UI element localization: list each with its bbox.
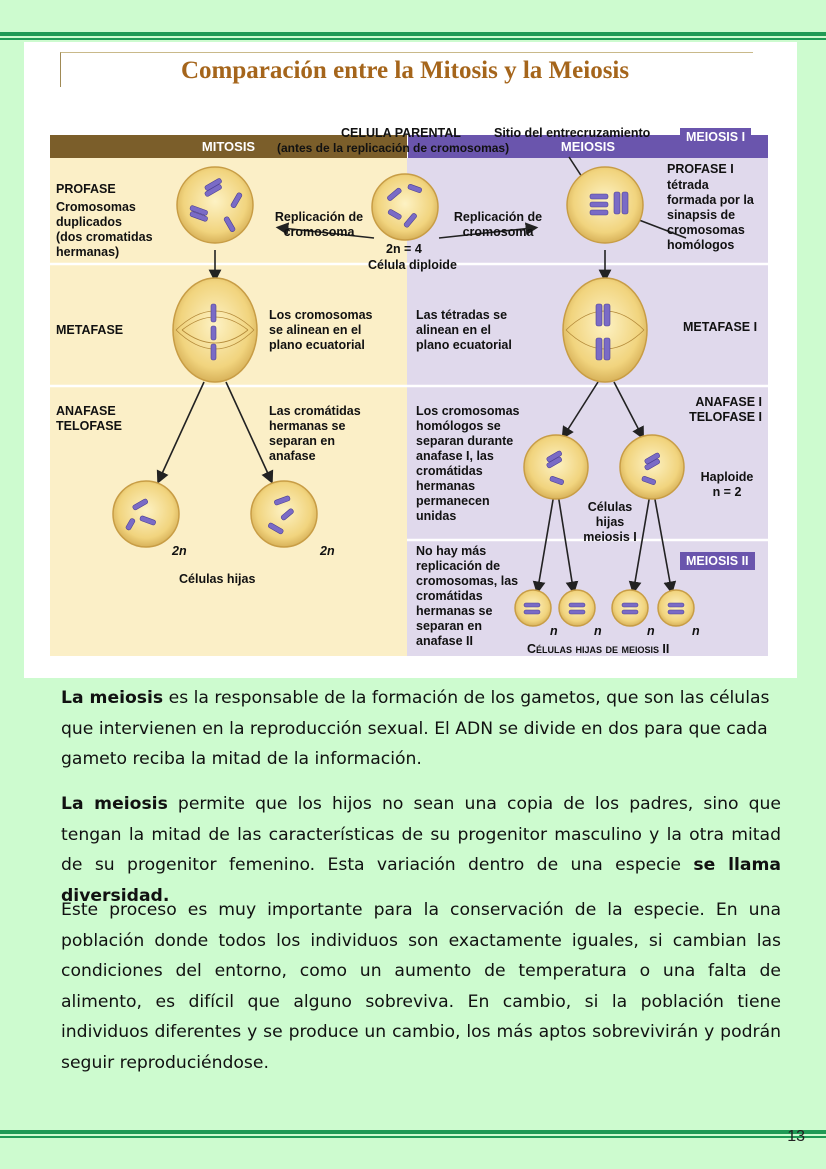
parental-title: CELULA PARENTAL	[341, 126, 461, 141]
metafase-label: METAFASE	[56, 323, 123, 338]
cell-mitosis-profase	[177, 167, 253, 243]
cell-meiosis2-daughter-1	[515, 590, 551, 626]
paragraph-1-lead: La meiosis	[61, 688, 163, 708]
n-label-4: n	[692, 624, 700, 639]
cell-meiosis-metafase	[563, 278, 647, 382]
meiosis2-badge: MEIOSIS II	[680, 552, 755, 570]
paragraph-2-text: permite que los hijos no sean una copia …	[61, 794, 781, 875]
cell-parental	[372, 174, 438, 240]
n-label-3: n	[647, 624, 655, 639]
diploid-label: Célula diploide	[368, 258, 457, 273]
page-number: 13	[787, 1128, 805, 1146]
cell-meiosis2-daughter-3	[612, 590, 648, 626]
cell-meiosis2-daughter-2	[559, 590, 595, 626]
top-rule	[0, 32, 826, 36]
paragraph-2: La meiosis permite que los hijos no sean…	[61, 789, 781, 911]
paragraph-3: Este proceso es muy importante para la c…	[61, 895, 781, 1078]
metafase1-label: METAFASE I	[683, 320, 757, 335]
comparison-figure: Comparación entre la Mitosis y la Meiosi…	[24, 42, 797, 678]
ploidy-left: 2n	[172, 544, 187, 559]
parental-subtitle: (antes de la replicación de cromosomas)	[277, 141, 509, 156]
profase1-label: PROFASE I	[667, 162, 734, 177]
daughter-cells-label: Células hijas	[179, 572, 255, 587]
meiosis1-badge: MEIOSIS I	[680, 128, 751, 146]
profase-label: PROFASE	[56, 182, 116, 197]
crossover-label: Sitio del entrecruzamiento	[494, 126, 650, 141]
bottom-rule-thin	[0, 1136, 826, 1138]
cell-meiosis2-daughter-4	[658, 590, 694, 626]
bottom-rule	[0, 1130, 826, 1134]
cell-meiosis1-daughter-1	[524, 435, 588, 499]
meiosis2-cells-label: Células hijas de meiosis II	[527, 642, 669, 657]
paragraph-1: La meiosis es la responsable de la forma…	[61, 683, 781, 775]
n-label-2: n	[594, 624, 602, 639]
cell-mitosis-daughter-1	[113, 481, 179, 547]
paragraph-1-text: es la responsable de la formación de los…	[61, 688, 769, 769]
paragraph-2-lead: La meiosis	[61, 794, 168, 814]
top-rule-thin	[0, 38, 826, 40]
n-label-1: n	[550, 624, 558, 639]
cells	[113, 167, 694, 626]
ploidy-right: 2n	[320, 544, 335, 559]
diploid-count: 2n = 4	[386, 242, 422, 257]
